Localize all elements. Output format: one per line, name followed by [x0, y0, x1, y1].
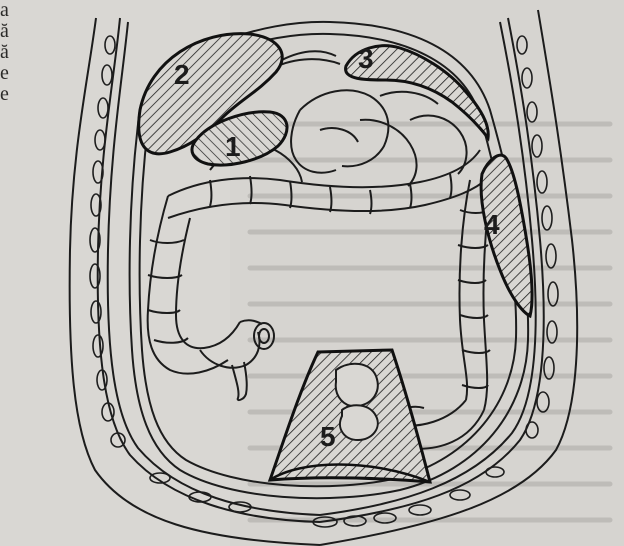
region-1-label: 1 [225, 131, 241, 162]
region-4-label: 4 [484, 209, 500, 240]
region-3-label: 3 [358, 43, 374, 74]
region-5-label: 5 [320, 421, 336, 452]
region-2-label: 2 [174, 59, 190, 90]
